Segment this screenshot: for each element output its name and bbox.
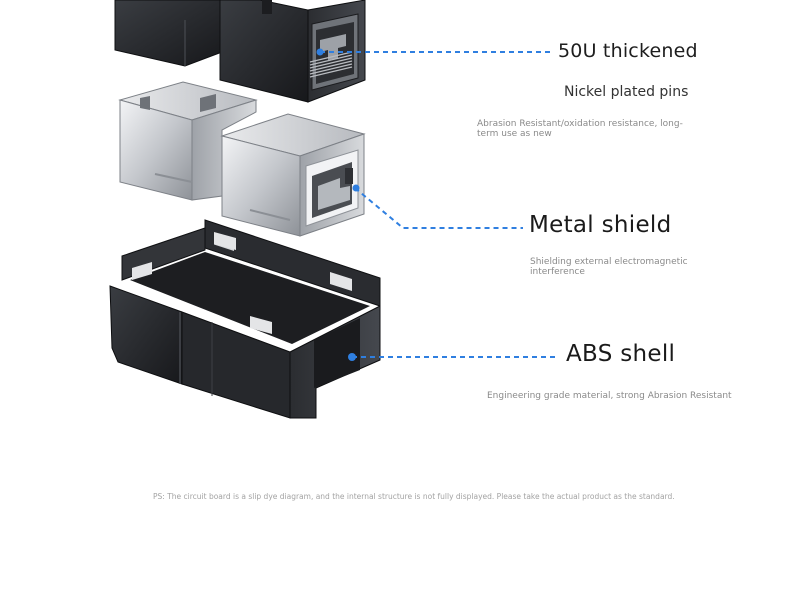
abs-shell	[109, 219, 381, 419]
metal-shield-title: Metal shield	[529, 212, 672, 238]
abrasion-description: Abrasion Resistant/oxidation resistance,…	[477, 119, 683, 139]
nickel-label: Nickel plated pins	[564, 84, 689, 100]
callout-dot-shield	[352, 184, 360, 192]
callout-shield-line	[354, 187, 523, 229]
callout-lines	[320, 51, 556, 358]
abs-shell-title: ABS shell	[566, 341, 676, 367]
abs-shell-description: Engineering grade material, strong Abras…	[487, 391, 732, 401]
footnote: PS: The circuit board is a slip dye diag…	[153, 492, 675, 501]
metal-shield-description: Shielding external electromagnetic inter…	[530, 257, 688, 277]
callout-dot-thickened	[316, 48, 324, 56]
metal-shield-right	[220, 113, 366, 237]
metal-shield-left	[118, 81, 258, 201]
black-jack-modules	[114, 0, 366, 103]
thickened-label: 50U thickened	[558, 40, 698, 62]
callout-dot-abs	[348, 353, 356, 361]
